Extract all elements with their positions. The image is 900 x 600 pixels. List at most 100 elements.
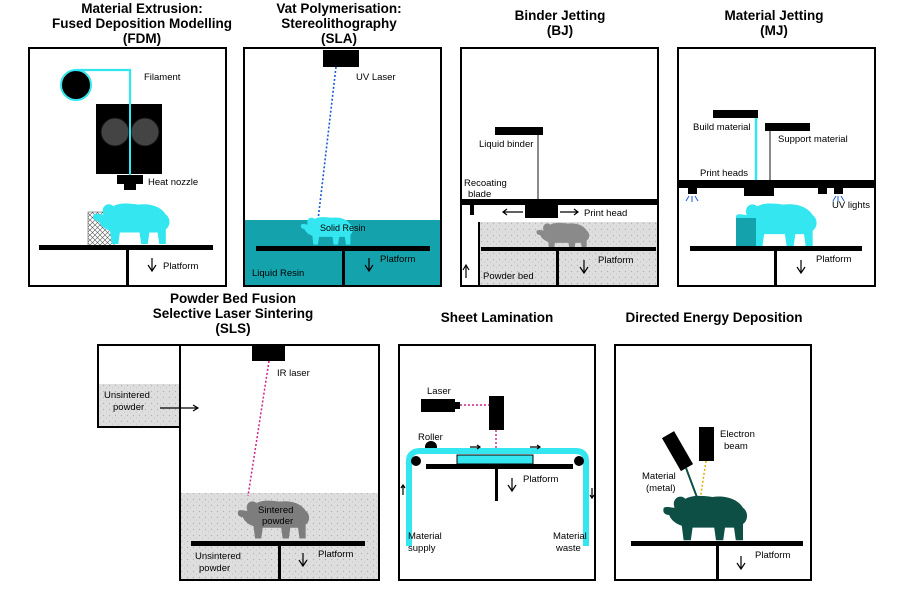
- sls-platform: [191, 541, 365, 546]
- waste-label-1: Material: [553, 531, 587, 542]
- panel-sla: Vat Polymerisation: Stereolithography (S…: [243, 1, 442, 287]
- fdm-title-line3: (FDM): [123, 31, 161, 46]
- mj-title-line1: Material Jetting: [724, 8, 823, 23]
- uv-lights-label: UV lights: [832, 200, 870, 211]
- bj-platform-label: Platform: [598, 255, 633, 266]
- sls-platform-label: Platform: [318, 549, 353, 560]
- feed-arrow-icon-1: [470, 444, 482, 450]
- print-head: [525, 201, 558, 218]
- unsintered-bottom-label-2: powder: [199, 563, 230, 574]
- sls-frame: [179, 344, 380, 581]
- laminated-stack: [456, 454, 534, 465]
- heat-nozzle: [117, 175, 143, 184]
- sls-title-line3: (SLS): [215, 321, 250, 336]
- recoating-rail: [462, 199, 658, 205]
- heat-nozzle-label: Heat nozzle: [148, 177, 198, 188]
- panel-bj: Binder Jetting (BJ) Liquid binder Recoat…: [460, 8, 659, 287]
- sl-title: Sheet Lamination: [441, 310, 554, 325]
- solid-resin-label: Solid Resin: [320, 223, 366, 233]
- sls-title-line2: Selective Laser Sintering: [153, 306, 314, 321]
- liquid-resin-label: Liquid Resin: [252, 268, 304, 279]
- down-arrow-icon: [796, 260, 806, 275]
- panel-sheet-lamination: Sheet Lamination Laser Roller Platform M…: [398, 310, 596, 581]
- roller-label: Roller: [418, 432, 443, 443]
- mj-title-line2: (MJ): [760, 23, 788, 38]
- supply-label-2: supply: [408, 543, 436, 554]
- up-arrow-icon: [462, 263, 470, 278]
- sl-mirror-head: [489, 396, 504, 430]
- electron-beam-label-2: beam: [724, 441, 748, 452]
- sintered-label-2: powder: [262, 516, 293, 527]
- filament-label: Filament: [144, 72, 181, 83]
- down-arrow-icon: [298, 553, 308, 568]
- down-arrow-icon: [736, 556, 746, 571]
- unsintered-bottom-label-1: Unsintered: [195, 551, 241, 562]
- panel-sls: Powder Bed Fusion Selective Laser Sinter…: [97, 291, 380, 581]
- ir-laser-icon: [252, 346, 285, 361]
- panel-mj: Material Jetting (MJ) Build material Sup…: [677, 8, 876, 287]
- down-arrow-icon: [364, 258, 374, 273]
- recoating-blade-label-1: Recoating: [464, 178, 507, 189]
- sintered-label-1: Sintered: [258, 505, 293, 516]
- down-arrow-icon: [579, 260, 589, 275]
- unsintered-top-label-2: powder: [113, 402, 144, 413]
- sheet-material-loop: [406, 448, 589, 546]
- panel-fdm: Material Extrusion: Fused Deposition Mod…: [28, 1, 232, 287]
- bj-platform: [481, 247, 656, 251]
- left-arrow-icon: [502, 208, 523, 216]
- liquid-binder-label: Liquid binder: [479, 139, 533, 150]
- sla-platform-label: Platform: [380, 254, 415, 265]
- waste-label-2: waste: [555, 543, 581, 554]
- print-head-rail: [679, 180, 874, 188]
- sla-platform: [256, 246, 430, 251]
- fdm-title-line1: Material Extrusion:: [81, 1, 203, 16]
- bj-title-line1: Binder Jetting: [515, 8, 606, 23]
- electron-beam: [699, 460, 707, 501]
- build-material-reservoir: [713, 110, 758, 118]
- sl-frame: [398, 344, 596, 581]
- liquid-binder-reservoir: [495, 127, 543, 135]
- recoating-blade-label-2: blade: [468, 189, 491, 200]
- build-material-label: Build material: [693, 122, 751, 133]
- mj-platform: [690, 246, 862, 251]
- ded-frame: [614, 344, 812, 581]
- support-material-label: Support material: [778, 134, 848, 145]
- powder-bed-label: Powder bed: [483, 271, 534, 282]
- material-nozzle-icon: [661, 431, 694, 472]
- ir-laser-beam: [247, 360, 270, 497]
- unsintered-top-label-1: Unsintered: [104, 390, 150, 401]
- sl-laser-label: Laser: [427, 386, 451, 397]
- print-heads: [744, 188, 774, 196]
- mj-platform-label: Platform: [816, 254, 851, 265]
- sl-platform-label: Platform: [523, 474, 558, 485]
- sla-title-line2: Stereolithography: [281, 16, 397, 31]
- sls-title-line1: Powder Bed Fusion: [170, 291, 296, 306]
- ded-platform: [631, 541, 803, 546]
- material-label-1: Material: [642, 471, 676, 482]
- ded-platform-label: Platform: [755, 550, 790, 561]
- filament-spool-icon: [60, 69, 92, 101]
- drive-gear-right-icon: [130, 117, 160, 147]
- uv-laser-icon: [323, 50, 359, 67]
- down-arrow-icon: [507, 478, 517, 493]
- supply-label-1: Material: [408, 531, 442, 542]
- powder-hopper-fill: [99, 384, 179, 426]
- sla-title-line1: Vat Polymerisation:: [276, 1, 401, 16]
- sla-title-line3: (SLA): [321, 31, 357, 46]
- sl-platform: [426, 464, 573, 469]
- ded-title: Directed Energy Deposition: [625, 310, 802, 325]
- down-arrow-icon: [147, 258, 157, 273]
- ir-laser-label: IR laser: [277, 368, 310, 379]
- uv-light-right-icon-2: [834, 188, 843, 194]
- uv-laser-beam: [317, 66, 337, 221]
- fdm-platform: [39, 245, 213, 250]
- recoating-blade: [470, 205, 474, 215]
- print-head-label: Print head: [584, 208, 627, 219]
- fdm-title-line2: Fused Deposition Modelling: [52, 16, 232, 31]
- drive-gear-left-icon: [100, 117, 130, 147]
- panel-ded: Directed Energy Deposition Electron beam…: [614, 310, 812, 581]
- sl-laser-icon: [421, 399, 455, 412]
- bj-title-line2: (BJ): [547, 23, 573, 38]
- uv-laser-label: UV Laser: [356, 72, 396, 83]
